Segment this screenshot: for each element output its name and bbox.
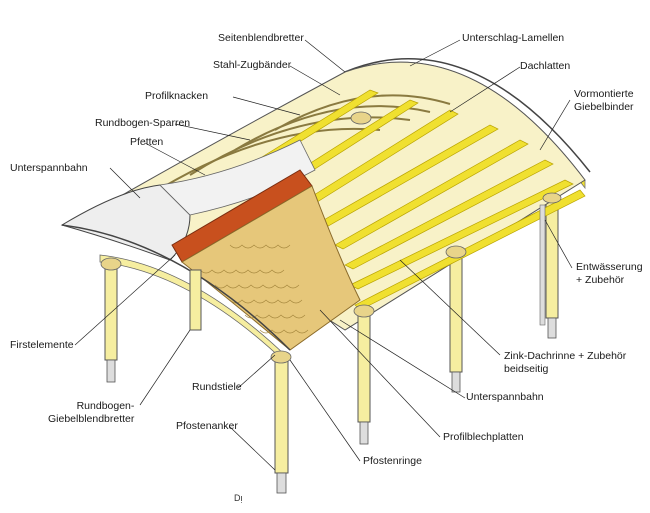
label-profilknacken: Profilknacken xyxy=(145,90,209,102)
label-zink-dachrinne-line2: beidseitig xyxy=(504,363,549,375)
post-front-3 xyxy=(274,357,289,474)
downpipe xyxy=(539,204,546,326)
label-unterschlag-lamellen: Unterschlag-Lamellen xyxy=(462,32,565,44)
label-entwaesserung-line2: + Zubehör xyxy=(576,274,625,286)
label-unterspannbahn-left: Unterspannbahn xyxy=(10,162,88,174)
label-pfostenringe: Pfostenringe xyxy=(363,455,422,467)
gable-arch-far xyxy=(344,58,591,173)
label-seitenblendbretter: Seitenblendbretter xyxy=(218,32,304,44)
label-profilblechplatten: Profilblechplatten xyxy=(443,431,524,443)
post-front-2 xyxy=(189,269,202,331)
label-stahl-zugbaender: Stahl-Zugbänder xyxy=(213,59,292,71)
membrane-sheet-2 xyxy=(159,139,316,216)
profile-sheets xyxy=(181,185,361,351)
post-rings xyxy=(100,111,562,364)
label-rundbogen-giebelblendbretter: Rundbogen- Giebelblendbretter xyxy=(48,400,134,426)
footer-mark: Dᴉ xyxy=(234,493,243,503)
posts-front xyxy=(104,264,371,474)
label-rundstiele: Rundstiele xyxy=(192,381,242,393)
label-vormontierte-giebelbinder: Vormontierte Giebelbinder xyxy=(574,88,634,114)
label-zink-dachrinne-line1: Zink-Dachrinne + Zubehör xyxy=(504,350,627,362)
leader-lines xyxy=(74,39,573,471)
gable-arch-front xyxy=(61,224,291,351)
label-unterspannbahn-right: Unterspannbahn xyxy=(466,391,544,403)
post-back-3 xyxy=(449,251,463,373)
shingle-texture xyxy=(199,244,309,334)
membrane-sheet xyxy=(60,184,191,261)
post-front-4 xyxy=(357,311,371,423)
label-zink-dachrinne: Zink-Dachrinne + Zubehör beidseitig xyxy=(504,350,626,376)
label-giebel-line2: Giebelblendbretter xyxy=(48,413,135,425)
label-firstelemente: Firstelemente xyxy=(10,339,74,351)
label-dachlatten: Dachlatten xyxy=(520,60,571,72)
label-vormontierte-line2: Giebelbinder xyxy=(574,101,634,113)
label-rundbogen-sparren: Rundbogen-Sparren xyxy=(95,117,191,129)
post-back-2 xyxy=(545,197,559,319)
label-entwaesserung-line1: Entwässerung xyxy=(576,261,643,273)
label-entwaesserung: Entwässerung + Zubehör xyxy=(576,261,643,287)
label-pfetten: Pfetten xyxy=(130,136,164,148)
label-pfostenanker: Pfostenanker xyxy=(176,420,238,432)
label-vormontierte-line1: Vormontierte xyxy=(574,88,634,100)
label-giebel-line1: Rundbogen- xyxy=(76,400,135,412)
